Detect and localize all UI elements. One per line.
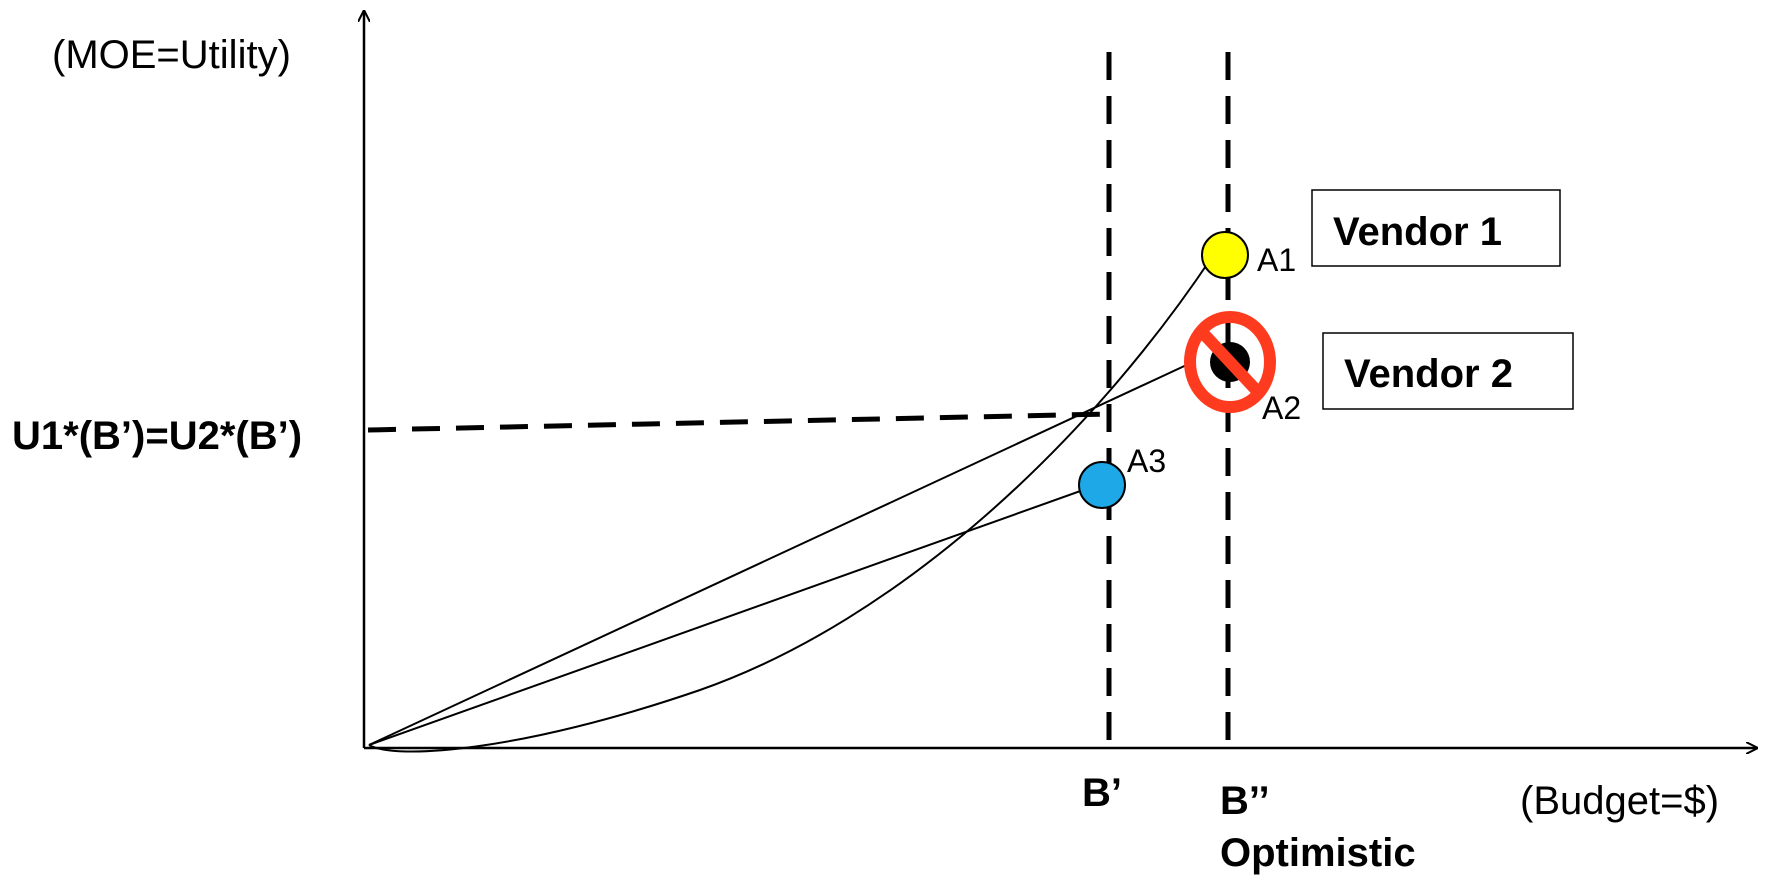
vendor-2-label: Vendor 2 (1344, 352, 1513, 396)
point-a3-label: A3 (1127, 443, 1166, 479)
line-origin-to-a3 (368, 483, 1101, 746)
vendor-1-box (1311, 189, 1561, 267)
line-origin-to-a2 (368, 361, 1194, 746)
vendor1-utility-curve (368, 256, 1213, 753)
utility-level-label: U1*(B’)=U2*(B’) (12, 414, 302, 458)
point-a2-label: A2 (1262, 390, 1301, 426)
point-a1-label: A1 (1257, 242, 1296, 278)
no-symbol-slash-icon (1197, 327, 1263, 397)
utility-level-dashed-line (367, 411, 1110, 433)
y-axis-title: (MOE=Utility) (52, 33, 291, 77)
vendor-2-box (1322, 332, 1574, 410)
x-axis-title: (Budget=$) (1520, 779, 1719, 823)
point-a2-rejected (1184, 311, 1276, 413)
no-symbol-icon (1184, 311, 1276, 413)
optimistic-label: Optimistic (1220, 831, 1416, 875)
budget-b-prime-label: B’ (1082, 771, 1122, 815)
point-a1 (1201, 231, 1249, 279)
vendor-1-label: Vendor 1 (1333, 210, 1502, 254)
budget-b-double-prime-label: B’’ (1220, 779, 1270, 823)
point-a3 (1078, 461, 1126, 509)
